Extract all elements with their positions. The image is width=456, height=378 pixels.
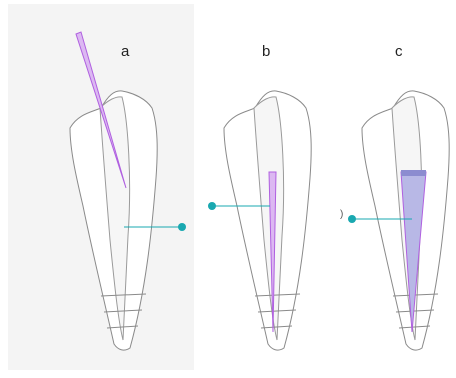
stray-mark: ) [340, 210, 343, 220]
panel-c [348, 91, 449, 350]
pointer-dot-b [208, 202, 216, 210]
panel-label-c: c [395, 44, 403, 59]
pointer-dot-c [348, 215, 356, 223]
panel-a [70, 32, 186, 350]
panel-label-a: a [121, 44, 129, 59]
filling-cone-top-c [401, 170, 426, 176]
panel-b [208, 91, 311, 350]
pointer-dot-a [178, 223, 186, 231]
panel-label-b: b [262, 44, 270, 59]
